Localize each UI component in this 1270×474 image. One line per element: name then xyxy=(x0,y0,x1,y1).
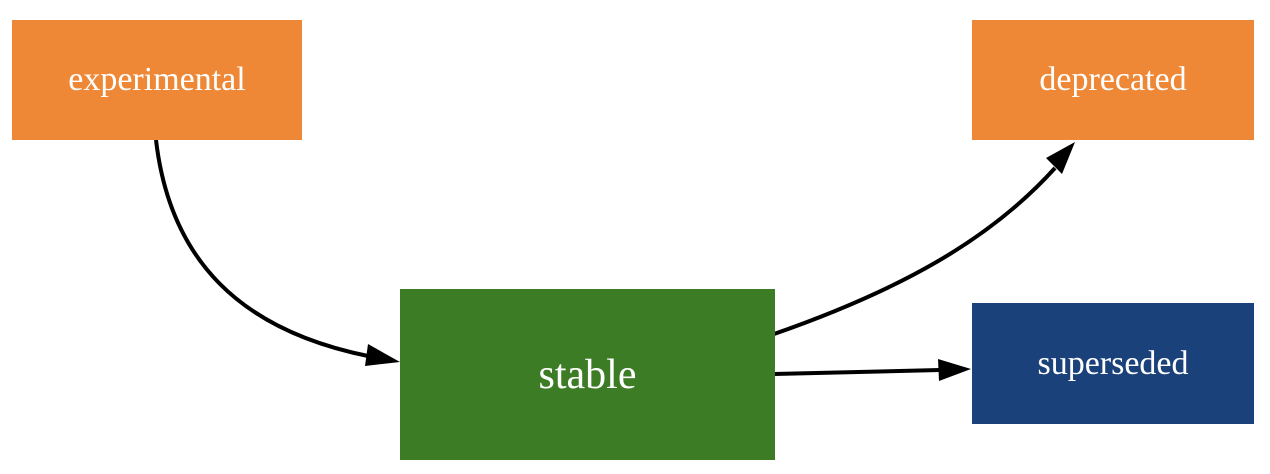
node-experimental: experimental xyxy=(12,20,302,140)
edge-stable-to-deprecated xyxy=(773,142,1075,336)
edge-experimental-to-stable xyxy=(154,139,400,366)
edge-stable-to-superseded xyxy=(773,359,971,381)
node-label: superseded xyxy=(1037,344,1189,382)
node-stable: stable xyxy=(400,289,775,460)
arrowhead-icon xyxy=(365,344,400,366)
node-label: deprecated xyxy=(1039,61,1187,98)
arrowhead-icon xyxy=(1046,142,1075,174)
node-label: experimental xyxy=(68,61,246,98)
arrowhead-icon xyxy=(938,359,971,381)
node-superseded: superseded xyxy=(972,303,1254,424)
node-label: stable xyxy=(538,351,637,398)
node-deprecated: deprecated xyxy=(972,20,1254,140)
